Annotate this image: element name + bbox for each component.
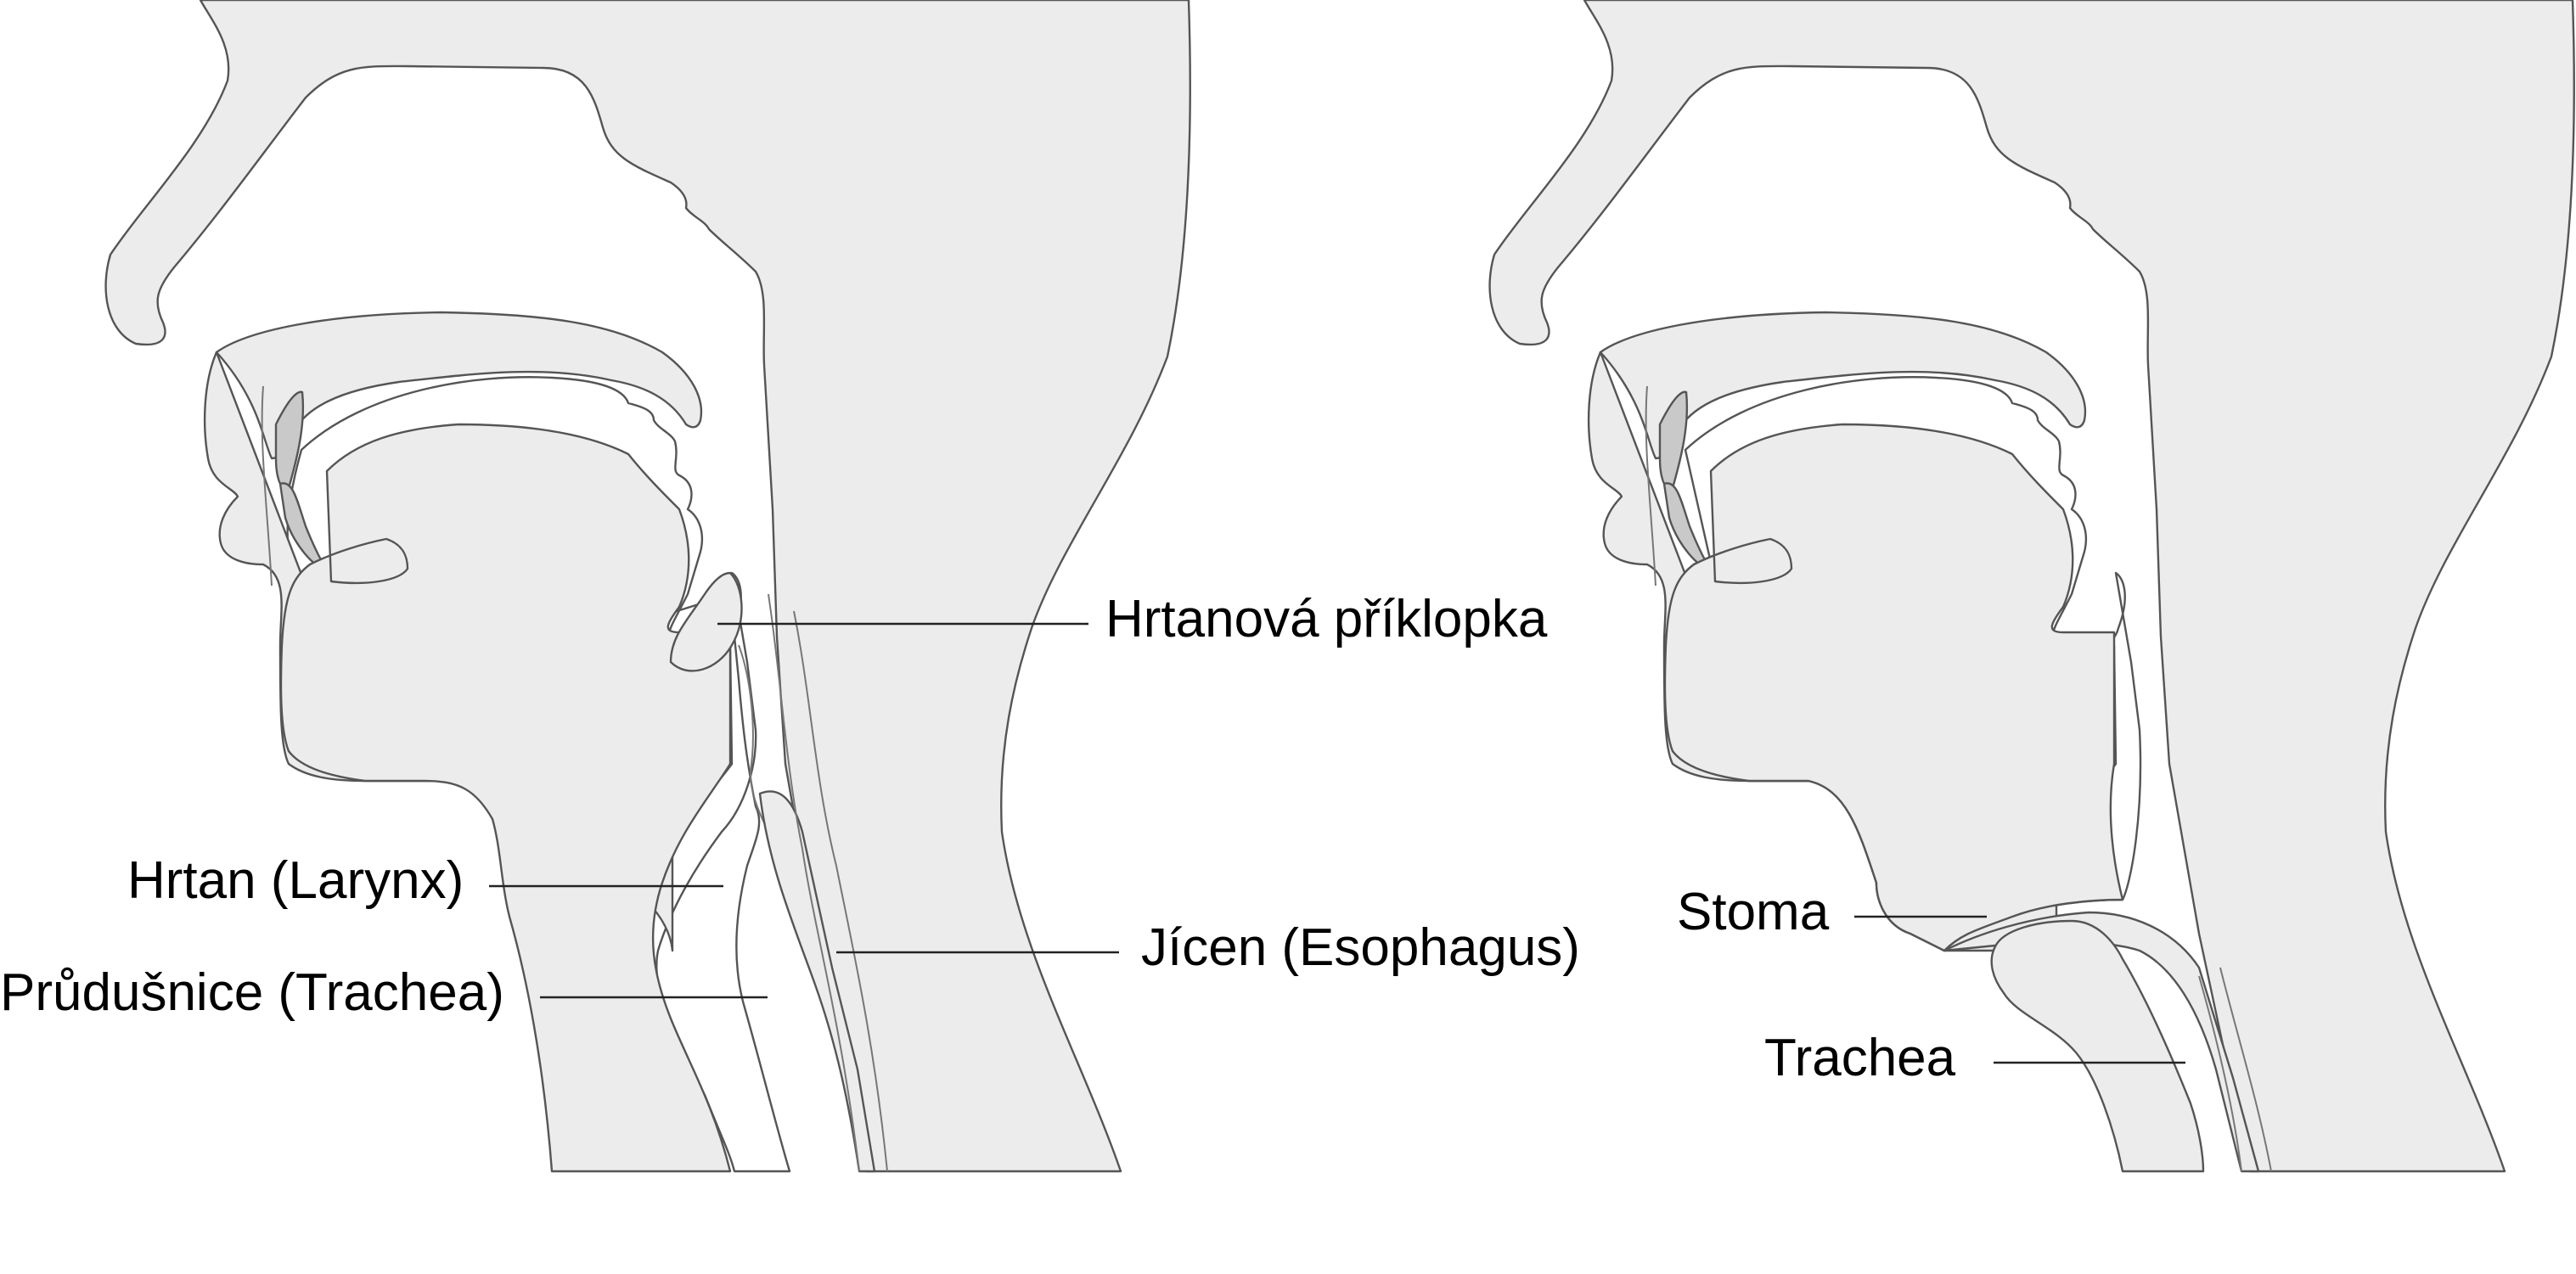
label-trachea-right: Trachea: [1764, 1029, 1956, 1087]
label-esophagus: Jícen (Esophagus): [1141, 918, 1580, 977]
panel-stoma-anatomy: [1490, 0, 2574, 1171]
label-larynx: Hrtan (Larynx): [127, 851, 464, 910]
tongue-right: [1665, 424, 2123, 951]
tongue: [281, 424, 730, 1171]
label-stoma: Stoma: [1677, 883, 1830, 941]
label-trachea-left: Průdušnice (Trachea): [0, 963, 504, 1022]
label-epiglottis: Hrtanová příklopka: [1105, 590, 1548, 648]
